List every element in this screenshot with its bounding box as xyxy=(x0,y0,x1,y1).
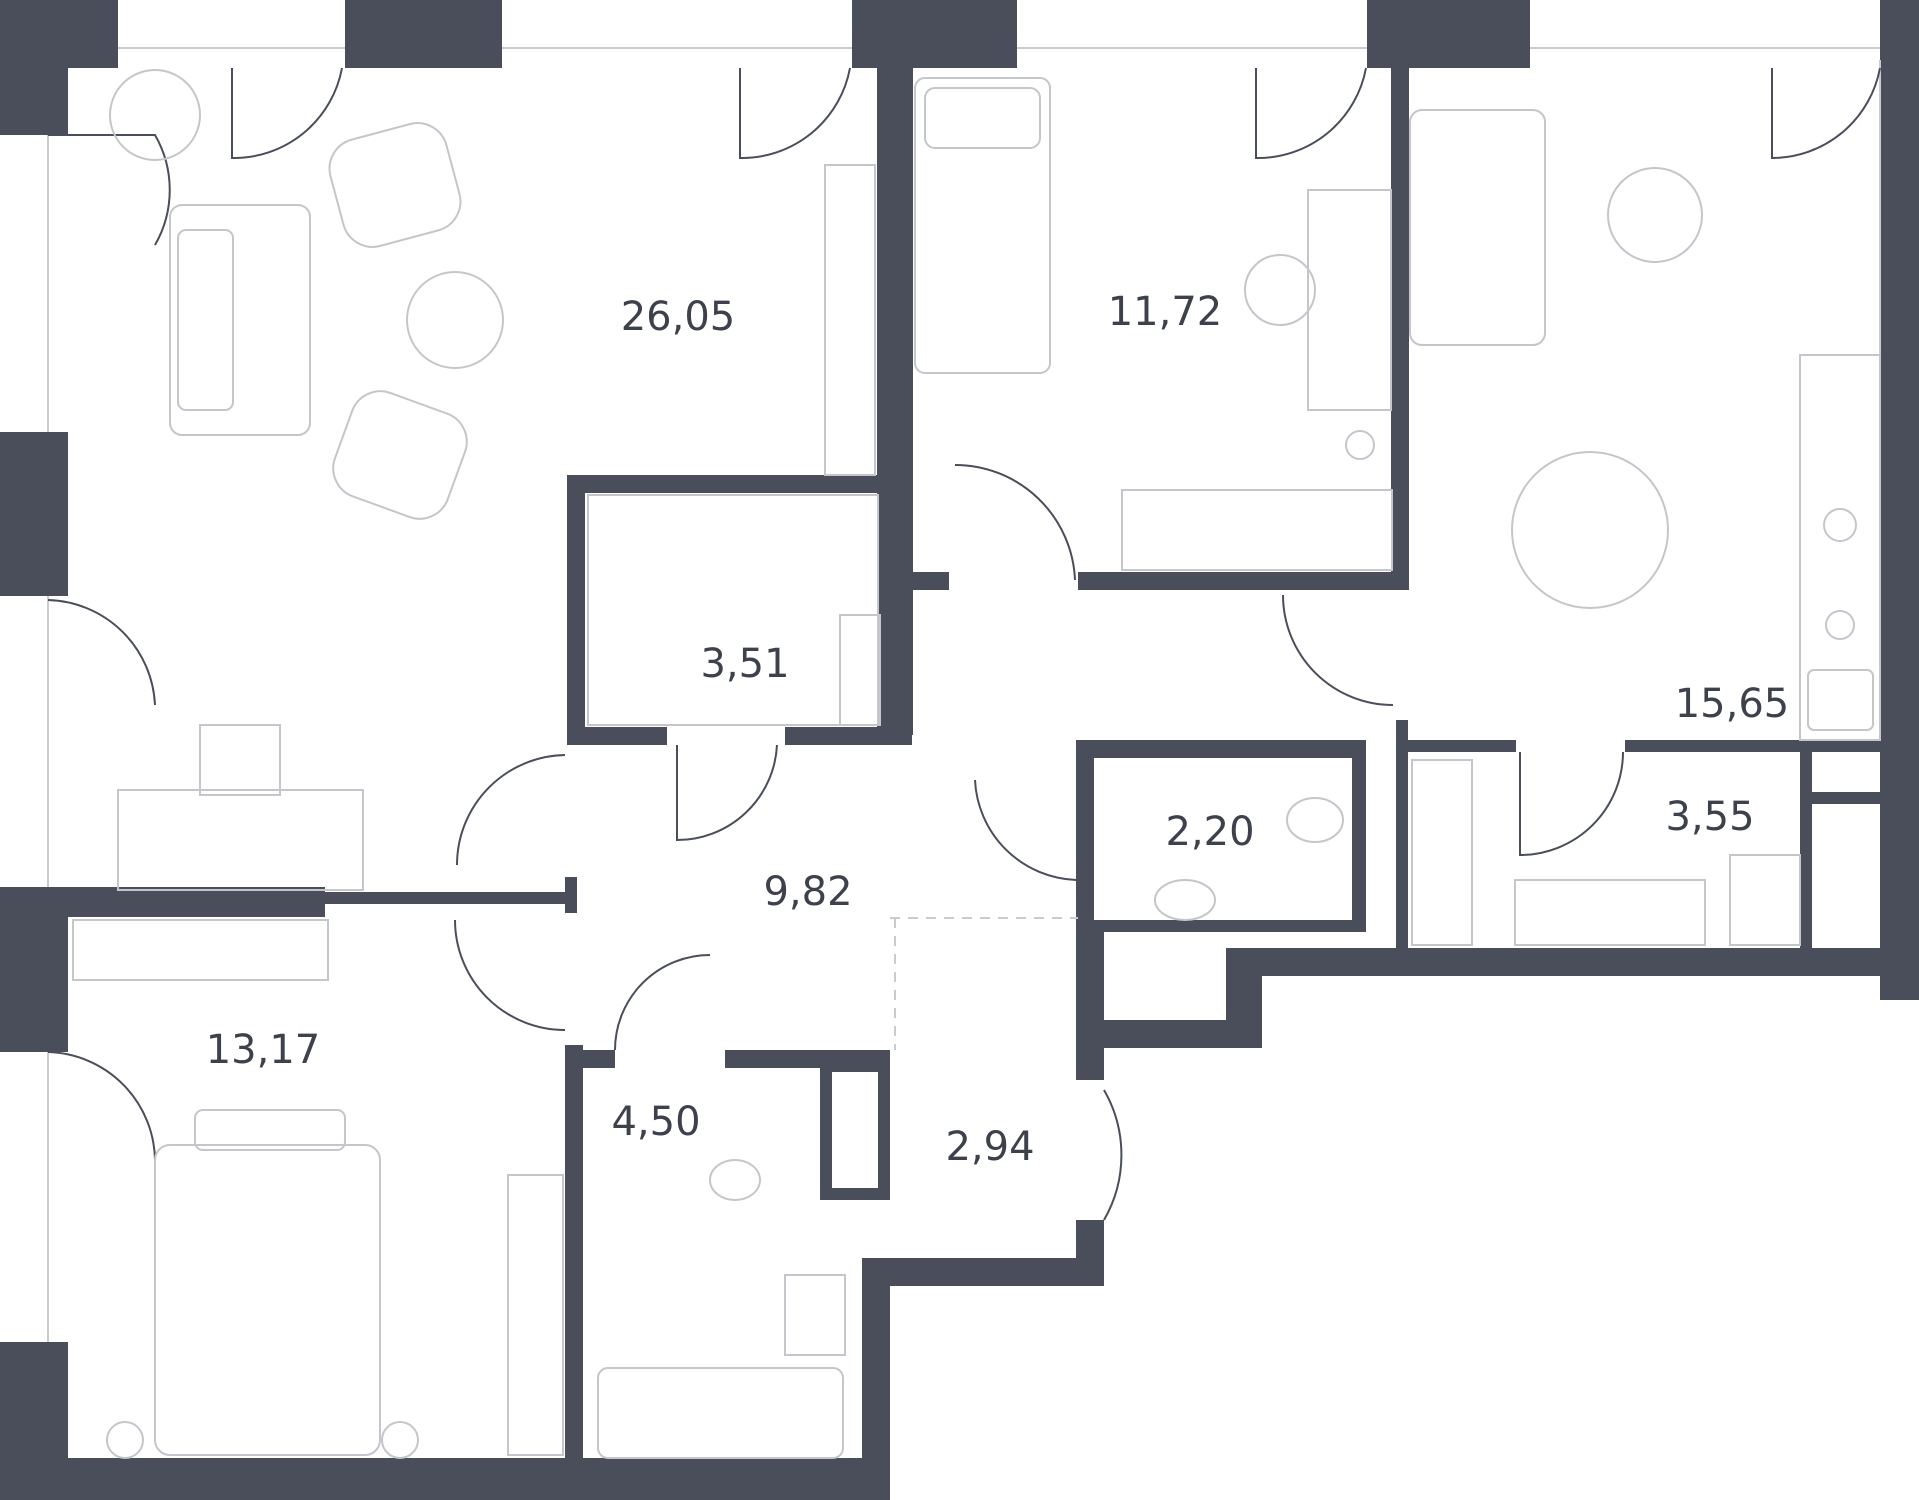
bed-icon xyxy=(914,77,1051,374)
area-labels: 26,05 11,72 15,65 3,51 2,20 3,55 9,82 13… xyxy=(206,289,1790,1170)
window-lines xyxy=(47,47,1881,1342)
rug-icon xyxy=(406,271,504,369)
bathtub-icon xyxy=(597,1367,844,1459)
toilet-icon xyxy=(709,1159,761,1201)
area-label-toilet: 2,20 xyxy=(1165,809,1254,855)
dining-table-icon xyxy=(1511,451,1669,609)
toilet-icon xyxy=(1286,797,1344,843)
area-label-living-room: 26,05 xyxy=(621,294,736,340)
area-label-walk-in-closet: 3,51 xyxy=(700,641,789,687)
washing-machine-icon xyxy=(1729,854,1801,946)
sink-icon xyxy=(784,1274,846,1356)
area-label-entrance-hall: 2,94 xyxy=(945,1124,1034,1170)
desk-icon xyxy=(1307,189,1392,411)
plant-icon xyxy=(109,69,201,161)
wardrobe-icon xyxy=(507,1174,564,1456)
area-label-bedroom-small: 11,72 xyxy=(1108,289,1223,335)
area-label-hallway: 9,82 xyxy=(763,869,852,915)
area-label-kitchen-dining: 15,65 xyxy=(1675,681,1790,727)
armchair-icon xyxy=(332,390,468,520)
sink-icon xyxy=(1154,879,1216,921)
furniture xyxy=(72,69,1881,1459)
tv-icon xyxy=(72,919,329,981)
bed-icon xyxy=(154,1144,381,1456)
armchair-icon xyxy=(328,122,462,248)
desk-icon xyxy=(117,789,364,891)
kitchen-counter-icon xyxy=(1799,354,1881,741)
sofa-icon xyxy=(169,204,311,436)
area-label-bathroom: 4,50 xyxy=(611,1099,700,1145)
area-label-laundry: 3,55 xyxy=(1665,794,1754,840)
rug-icon xyxy=(1607,167,1703,263)
area-label-bedroom-master: 13,17 xyxy=(206,1027,321,1073)
wardrobe-icon xyxy=(1121,489,1393,571)
doors xyxy=(47,67,1881,1221)
sofa-icon xyxy=(1409,109,1546,346)
